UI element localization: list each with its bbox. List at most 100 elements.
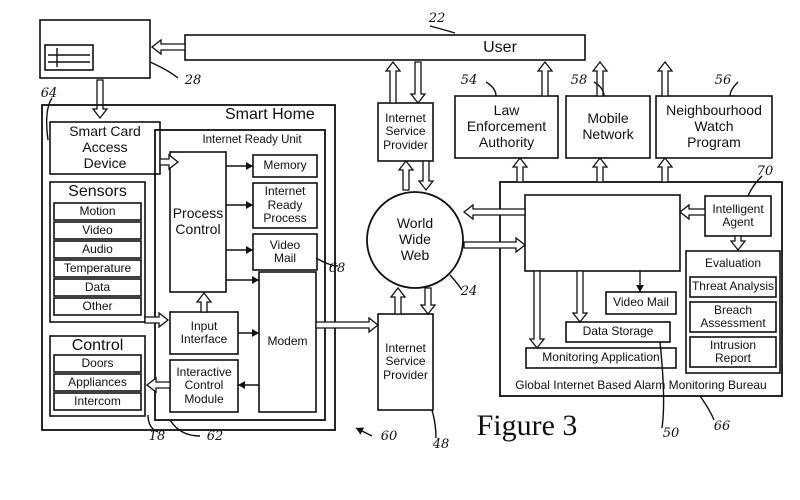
isp-to-web-arrow-down xyxy=(417,160,435,192)
intelligent-agent: Intelligent Agent xyxy=(712,201,764,229)
sensor-other: Other xyxy=(82,298,113,313)
bureau-boundary xyxy=(499,181,783,397)
ref-58-leader xyxy=(593,81,605,97)
ref-54: 54 xyxy=(460,72,478,88)
agent-to-centre-arrow xyxy=(678,203,706,221)
evaluation-box xyxy=(685,250,781,374)
monitoring-application: Monitoring Application xyxy=(542,350,660,365)
threat-analysis-box xyxy=(689,276,777,298)
unit-video-mail-box xyxy=(252,233,318,271)
intrusion-report-box xyxy=(689,336,777,368)
process-to-memory-arrow-head xyxy=(246,162,253,170)
monitoring-centre-box xyxy=(524,194,681,272)
modem-to-isp-arrow xyxy=(315,316,380,334)
smart-card-box xyxy=(39,19,151,79)
input-to-modem-arrow-head xyxy=(252,329,259,337)
access-device-box xyxy=(49,121,161,175)
centre-to-monitoring-arrow xyxy=(528,270,546,350)
smart-card-access-device: Smart Card Access Device xyxy=(69,123,141,171)
ref-70: 70 xyxy=(756,163,774,179)
breach-assessment-box xyxy=(689,301,777,333)
sensor-data: Data xyxy=(84,279,111,294)
smart-home-title: Smart Home xyxy=(225,106,315,124)
monitoring-application-box xyxy=(525,347,677,369)
world-wide-web: World Wide Web xyxy=(396,215,434,263)
sensor-motion: Motion xyxy=(79,203,116,218)
internet-ready-unit-box xyxy=(154,129,326,421)
input-interface: Input Interface xyxy=(180,318,228,346)
centre-to-web-arrow xyxy=(462,203,526,221)
ref-60: 60 xyxy=(380,428,398,444)
sensors-box xyxy=(49,181,146,323)
ref-28-leader xyxy=(149,61,179,79)
sensor-temperature: Temperature xyxy=(63,260,132,275)
web-to-isp-bottom-arrow xyxy=(419,287,437,316)
ref-18-leader xyxy=(147,414,159,433)
breach-assessment: Breach Assessment xyxy=(700,302,766,330)
ref-56-leader xyxy=(729,81,739,97)
control-doors: Doors xyxy=(81,355,114,370)
process-to-modem-arrow-head xyxy=(252,276,259,284)
bureau-title: Global Internet Based Alarm Monitoring B… xyxy=(515,378,767,393)
ref-64-leader xyxy=(45,97,53,141)
centre-to-law-arrow xyxy=(511,156,529,183)
isp-bottom-to-web-arrow xyxy=(389,286,407,315)
ref-24-leader xyxy=(449,274,463,291)
unit-video-mail: Video Mail xyxy=(269,237,301,265)
isp-bottom-box xyxy=(377,313,434,411)
sensors-to-input-arrow xyxy=(144,311,170,329)
control-appliances: Appliances xyxy=(68,374,127,389)
law-to-user-arrow xyxy=(536,60,554,97)
control-item-box xyxy=(53,354,142,373)
icm-to-control-arrow xyxy=(145,376,171,394)
user-label: User xyxy=(483,39,517,57)
ref-68: 68 xyxy=(328,260,346,276)
sensor-item-box xyxy=(53,297,142,316)
evaluation-title: Evaluation xyxy=(704,256,762,271)
ref-22: 22 xyxy=(428,10,446,26)
user-to-isp-arrow-down xyxy=(409,61,427,105)
web-to-isp-arrow-up xyxy=(397,159,415,191)
law-box xyxy=(454,95,559,159)
web-to-centre-arrow xyxy=(463,236,527,254)
data-storage: Data Storage xyxy=(582,324,654,339)
ref-66: 66 xyxy=(713,418,731,434)
ref-28: 28 xyxy=(184,72,202,88)
neighbourhood-watch-program: Neighbourhood Watch Program xyxy=(666,102,762,150)
internet-ready-process: Internet Ready Process xyxy=(263,184,307,226)
sensor-audio: Audio xyxy=(82,241,113,256)
ref-68-leader xyxy=(315,257,339,267)
process-to-videomail-arrow-head xyxy=(246,246,253,254)
input-to-process-arrow xyxy=(195,291,213,313)
data-storage-box xyxy=(565,321,671,343)
centre-to-videomail-arrow-head xyxy=(636,285,644,292)
access-to-process-arrow xyxy=(159,153,180,171)
ref-62-leader xyxy=(169,419,201,437)
sensor-video: Video xyxy=(82,222,113,237)
ref-60-pointer-head xyxy=(356,427,365,435)
ref-24: 24 xyxy=(460,283,478,299)
internet-ready-unit-title: Internet Ready Unit xyxy=(202,133,302,146)
modem-to-icm-arrow-head xyxy=(238,381,245,389)
control-intercom: Intercom xyxy=(74,393,121,408)
sensor-item-box xyxy=(53,278,142,297)
ref-50-leader xyxy=(659,341,665,429)
bureau-video-mail-box xyxy=(605,291,677,315)
ref-50: 50 xyxy=(662,425,680,441)
isp-top: Internet Service Provider xyxy=(383,110,428,152)
ref-48-leader xyxy=(431,409,437,439)
process-control: Process Control xyxy=(172,205,224,237)
sensor-item-box xyxy=(53,240,142,259)
control-box xyxy=(49,335,146,417)
interactive-control-module: Interactive Control Module xyxy=(176,364,232,406)
threat-analysis: Threat Analysis xyxy=(691,279,775,294)
modem-box xyxy=(258,271,317,413)
mobile-network: Mobile Network xyxy=(582,110,634,142)
sensors-title: Sensors xyxy=(68,183,127,201)
sensor-item-box xyxy=(53,202,142,221)
smart-card-chip xyxy=(44,44,94,71)
modem: Modem xyxy=(267,334,308,349)
process-control-box xyxy=(169,151,227,293)
agent-to-evaluation-arrow xyxy=(729,235,747,252)
neighbour-box xyxy=(655,95,773,159)
